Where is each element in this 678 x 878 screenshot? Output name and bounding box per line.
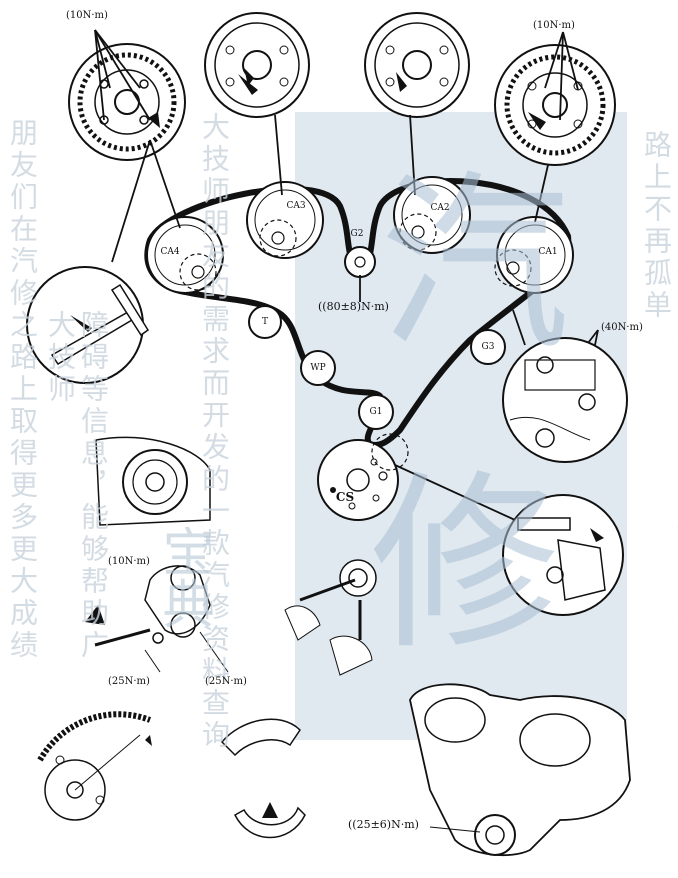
label-cs: CS: [335, 490, 355, 504]
label-wp: WP: [310, 363, 326, 373]
detail-tensioner-pulley: [95, 436, 211, 526]
watermark-column-2: 障碍等信息，能够帮助广大技师: [44, 310, 110, 662]
label-g2: G2: [350, 229, 364, 239]
torque-label-bolts-right: (40N·m): [601, 322, 643, 333]
sprocket-ca1: [494, 216, 574, 294]
water-pump-wp: [300, 350, 336, 386]
torque-label-top-right: (10N·m): [533, 20, 575, 31]
torque-label-tensioner-top: (10N·m): [108, 556, 150, 567]
torque-label-crank-pulley: ((25±6)N·m): [348, 818, 419, 831]
label-ca1: CA1: [538, 247, 558, 257]
label-t: T: [261, 317, 269, 327]
torque-label-g2: ((80±8)N·m): [318, 300, 389, 313]
torque-label-tensioner-right: (25N·m): [205, 676, 247, 687]
label-ca2: CA2: [430, 203, 450, 213]
detail-crank-pin: [502, 494, 624, 616]
label-ca4: CA4: [160, 247, 180, 257]
watermark-stamp: 宝典: [153, 525, 213, 629]
sprocket-ca2: [393, 176, 471, 254]
idler-g1: [358, 394, 394, 430]
sprocket-ca3: [246, 181, 324, 259]
detail-engine-block: [409, 683, 631, 857]
watermark-column-4: 大技师朋友的需求而开发的一款汽修资料查询: [198, 112, 231, 752]
detail-ca4-sprocket-top-left: [68, 43, 186, 161]
detail-ca1-sprocket-top-right: [494, 44, 616, 166]
watermark-column-1: 朋友们在汽修之路上取得更多更大成绩: [6, 118, 39, 662]
torque-label-top-left: (10N·m): [66, 10, 108, 21]
watermark-big-2: 修: [370, 454, 561, 675]
detail-ca2-sprocket: [364, 12, 470, 118]
label-ca3: CA3: [286, 201, 306, 211]
idler-g2: [344, 246, 376, 278]
detail-ca3-sprocket: [204, 12, 310, 118]
detail-hand-wrench: [284, 559, 377, 676]
torque-label-tensioner-left: (25N·m): [108, 676, 150, 687]
sprocket-ca4: [146, 216, 224, 294]
label-g1: G1: [369, 407, 383, 417]
label-g3: G3: [481, 342, 495, 352]
tensioner-t: [248, 305, 282, 339]
watermark-column-3: 平凡之路你我相，我们希望你在汽修的道路上不再孤单: [640, 130, 678, 706]
detail-g3-bolts: [502, 337, 628, 463]
callout-leaders: [94, 29, 599, 521]
crankshaft-sprocket-cs: [317, 433, 409, 521]
watermark-big-1: 汽: [380, 154, 571, 375]
detail-crank-marks: [37, 711, 152, 821]
idler-g3: [470, 329, 506, 365]
detail-tensioner-bracket: [85, 565, 229, 673]
detail-belt-profile: [220, 718, 306, 839]
detail-hex-key-tool: [26, 266, 150, 384]
